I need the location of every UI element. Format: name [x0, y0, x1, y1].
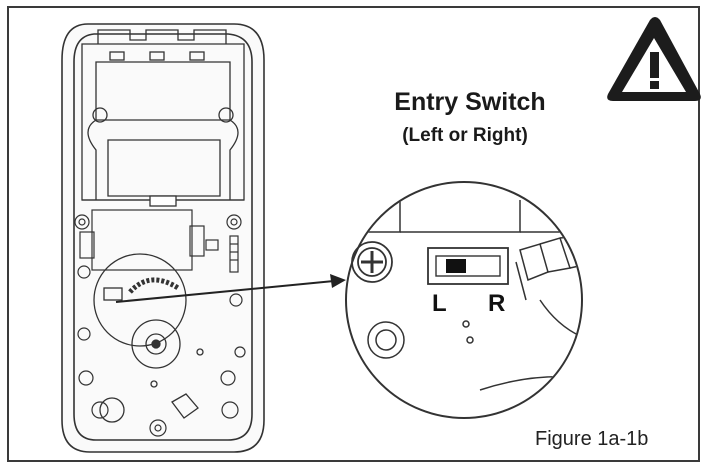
switch-area-highlight [93, 253, 187, 347]
diagram-title: Entry Switch [394, 88, 546, 116]
figure-caption: Figure 1a-1b [535, 428, 649, 450]
phillips-screw-icon [351, 241, 393, 283]
lock-body [61, 23, 265, 453]
center-spindle [99, 319, 204, 423]
battery-compartment [81, 29, 245, 207]
warning-triangle-icon [607, 17, 701, 101]
circuit-board [74, 209, 246, 437]
switch-right-label: R [488, 290, 506, 317]
diagram-subtitle: (Left or Right) [402, 125, 528, 146]
magnified-view [345, 181, 583, 419]
slide-switch-icon [427, 247, 509, 285]
pointer-arrow [115, 274, 346, 303]
switch-left-label: L [432, 290, 447, 317]
